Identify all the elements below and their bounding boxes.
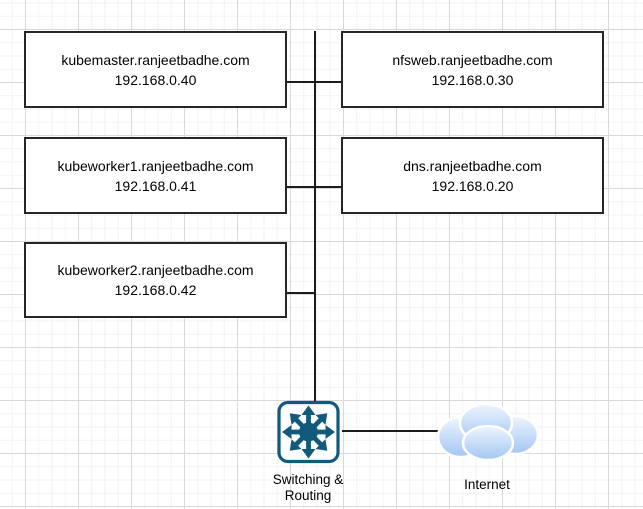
node-kubeworker1: kubeworker1.ranjeetbadhe.com 192.168.0.4… bbox=[24, 137, 287, 214]
node-ip: 192.168.0.41 bbox=[114, 177, 197, 194]
switch-icon-arrows bbox=[282, 405, 335, 459]
switch-router-icon bbox=[277, 400, 340, 464]
connector-kubeworker2-bus bbox=[287, 292, 315, 294]
node-hostname: kubeworker1.ranjeetbadhe.com bbox=[57, 157, 254, 174]
node-kubemaster: kubemaster.ranjeetbadhe.com 192.168.0.40 bbox=[24, 31, 287, 108]
connector-kubemaster-nfsweb bbox=[287, 81, 341, 83]
node-ip: 192.168.0.42 bbox=[114, 282, 197, 298]
node-hostname: dns.ranjeetbadhe.com bbox=[403, 157, 542, 174]
connector-kubeworker1-dns bbox=[287, 186, 341, 188]
connector-switch-internet bbox=[342, 430, 441, 432]
node-kubeworker2: kubeworker2.ranjeetbadhe.com 192.168.0.4… bbox=[24, 242, 287, 318]
internet-label: Internet bbox=[464, 477, 510, 492]
node-hostname: kubeworker2.ranjeetbadhe.com bbox=[57, 262, 254, 278]
node-ip: 192.168.0.30 bbox=[431, 71, 514, 88]
node-hostname: kubemaster.ranjeetbadhe.com bbox=[61, 51, 250, 68]
node-nfsweb: nfsweb.ranjeetbadhe.com 192.168.0.30 bbox=[341, 31, 604, 108]
switch-label: Switching & Routing bbox=[272, 472, 344, 503]
node-ip: 192.168.0.40 bbox=[114, 71, 197, 88]
internet-cloud-icon bbox=[436, 402, 540, 462]
network-bus-line bbox=[314, 31, 316, 402]
node-ip: 192.168.0.20 bbox=[431, 177, 514, 194]
node-dns: dns.ranjeetbadhe.com 192.168.0.20 bbox=[341, 137, 604, 214]
node-hostname: nfsweb.ranjeetbadhe.com bbox=[392, 51, 553, 68]
cloud-lobes bbox=[436, 402, 540, 462]
